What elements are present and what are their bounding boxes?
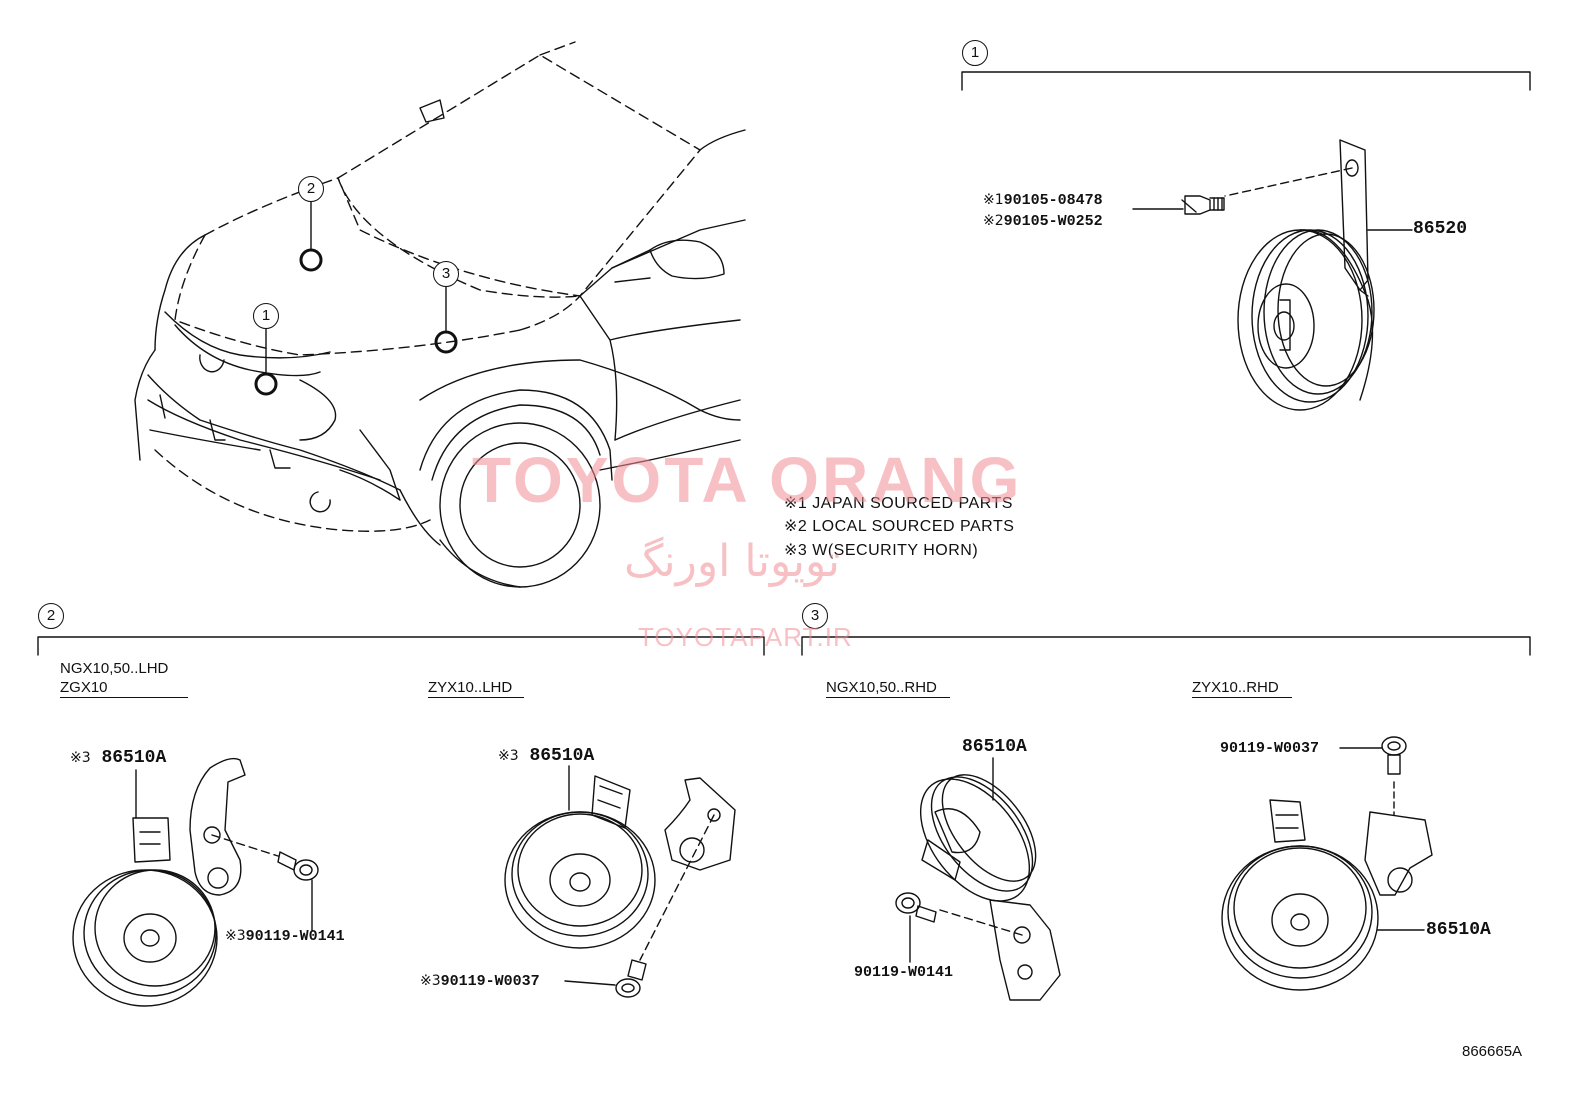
document-id: 866665A — [1462, 1043, 1523, 1060]
callout-3-car: 3 — [433, 261, 459, 287]
s2a-bolt-label: ※390119-W0141 — [225, 929, 345, 944]
s2a-horn-label: ※3 86510A — [70, 749, 166, 767]
horn-86510a-s3a-illustration — [919, 774, 1061, 1001]
s2a-bolt-mark: ※3 — [225, 928, 246, 944]
note-security-horn: ※3 W(SECURITY HORN) — [784, 542, 979, 559]
note-local-sourced: ※2 LOCAL SOURCED PARTS — [784, 518, 1015, 535]
s2b-horn-mark: ※3 — [498, 748, 519, 764]
callout-2-section: 2 — [38, 603, 64, 629]
callout-1-car: 1 — [253, 303, 279, 329]
bolt-part-line-1: ※190105-08478 — [983, 193, 1103, 208]
s2b-horn-label: ※3 86510A — [498, 747, 594, 765]
s2b-bolt-mark: ※3 — [420, 973, 441, 989]
bolt-s3b-illustration — [1381, 736, 1407, 775]
bolt-s3a-illustration — [895, 892, 937, 923]
s2a-horn-part: 86510A — [101, 748, 167, 768]
s2a-bolt-part: 90119-W0141 — [245, 928, 345, 945]
s3b-bolt-part: 90119-W0037 — [1220, 740, 1320, 757]
s3a-model: NGX10,50..RHD — [826, 680, 950, 698]
note-japan-sourced: ※1 JAPAN SOURCED PARTS — [784, 495, 1013, 512]
horn-86510a-s3b-illustration — [1221, 799, 1433, 991]
s2b-bolt-label: ※390119-W0037 — [420, 974, 540, 989]
bolt-mark-2: ※2 — [983, 213, 1004, 229]
s3a-model-text: NGX10,50..RHD — [826, 679, 937, 696]
s2b-horn-part: 86510A — [529, 746, 595, 766]
s2a-model-line-1: NGX10,50..LHD — [60, 660, 169, 677]
bolt-part-number-2: 90105-W0252 — [1003, 213, 1103, 230]
bolt-part-number-1: 90105-08478 — [1003, 192, 1103, 209]
callout-2-car: 2 — [298, 176, 324, 202]
car-front-illustration — [134, 41, 746, 588]
watermark-persian: تویوتا اورنگ — [624, 536, 840, 587]
watermark-url: TOYOTAPART.IR — [638, 622, 853, 652]
horn-86510a-s2b-illustration — [504, 775, 736, 949]
bolt-mark-1: ※1 — [983, 192, 1004, 208]
callout-3-section: 3 — [802, 603, 828, 629]
s2b-model: ZYX10..LHD — [428, 680, 524, 698]
s3a-bolt-part: 90119-W0141 — [854, 964, 954, 981]
s3b-model: ZYX10..RHD — [1192, 680, 1292, 698]
s2b-bolt-part: 90119-W0037 — [440, 973, 540, 990]
callout-1-top: 1 — [962, 40, 988, 66]
bolt-part-line-2: ※290105-W0252 — [983, 214, 1103, 229]
bolt-90105-illustration — [1181, 195, 1225, 215]
s2b-model-text: ZYX10..LHD — [428, 679, 513, 696]
horn-part-86520: 86520 — [1413, 219, 1468, 239]
bolt-s2a-illustration — [277, 851, 319, 881]
s3b-model-text: ZYX10..RHD — [1192, 679, 1279, 696]
horn-86520-illustration — [1237, 139, 1375, 411]
s3a-horn-part: 86510A — [962, 737, 1027, 757]
watermark-brand: TOYOTA ORANG — [472, 444, 1023, 516]
s3b-horn-part: 86510A — [1426, 920, 1491, 940]
bolt-s2b-illustration — [615, 959, 647, 998]
s2a-model-line-2: ZGX10 — [60, 680, 188, 698]
s2a-model-line-2-text: ZGX10 — [60, 679, 108, 696]
s2a-horn-mark: ※3 — [70, 750, 91, 766]
horn-86510a-s2a-illustration — [72, 757, 246, 1007]
